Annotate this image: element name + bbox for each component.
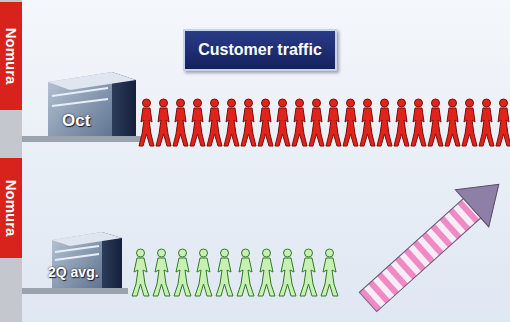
period-label: 2Q avg. bbox=[48, 264, 99, 280]
band-label: Nomura bbox=[3, 180, 20, 237]
company-band: Nomura bbox=[0, 2, 22, 110]
customer-crowd bbox=[130, 248, 340, 298]
period-label: Oct bbox=[62, 111, 90, 131]
customer-crowd bbox=[138, 98, 510, 148]
company-band: Nomura bbox=[0, 158, 22, 258]
growth-arrow bbox=[351, 166, 510, 321]
building bbox=[22, 72, 142, 142]
band-label: Nomura bbox=[3, 28, 20, 85]
building bbox=[22, 232, 128, 294]
side-strip bbox=[0, 0, 22, 322]
title-box: Customer traffic bbox=[183, 29, 337, 71]
title-text: Customer traffic bbox=[198, 41, 322, 59]
